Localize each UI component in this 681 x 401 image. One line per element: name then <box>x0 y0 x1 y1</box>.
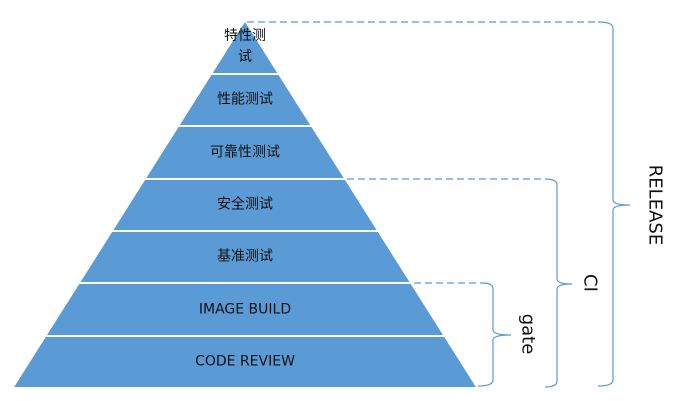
layer-label-line: 试 <box>238 49 252 65</box>
gate-label: gate <box>517 313 539 355</box>
pyramid-layer <box>179 75 311 125</box>
layer-label-image-build: IMAGE BUILD <box>198 301 292 318</box>
pyramid-layer <box>47 284 443 335</box>
layer-label-performance-test: 性能测试 <box>217 91 273 108</box>
ci-label: CI <box>579 274 601 292</box>
layer-label-security-test: 安全测试 <box>217 196 273 213</box>
layer-label-benchmark-test: 基准测试 <box>217 248 273 265</box>
ci-bracket <box>544 178 573 388</box>
pyramid-layer <box>212 22 278 73</box>
pyramid-layer <box>113 180 377 230</box>
gate-bracket <box>477 282 512 387</box>
layer-label-line: 特性测 <box>224 28 266 44</box>
layer-label-reliability-test: 可靠性测试 <box>210 144 280 161</box>
release-bracket <box>597 21 631 387</box>
pyramid-layer <box>14 337 476 387</box>
layer-label-feature-test: 特性测 试 <box>224 26 266 68</box>
pyramid-layer <box>80 232 410 282</box>
pyramid-layer <box>146 127 344 178</box>
release-label: RELEASE <box>644 164 666 246</box>
layer-label-code-review: CODE REVIEW <box>195 353 295 370</box>
